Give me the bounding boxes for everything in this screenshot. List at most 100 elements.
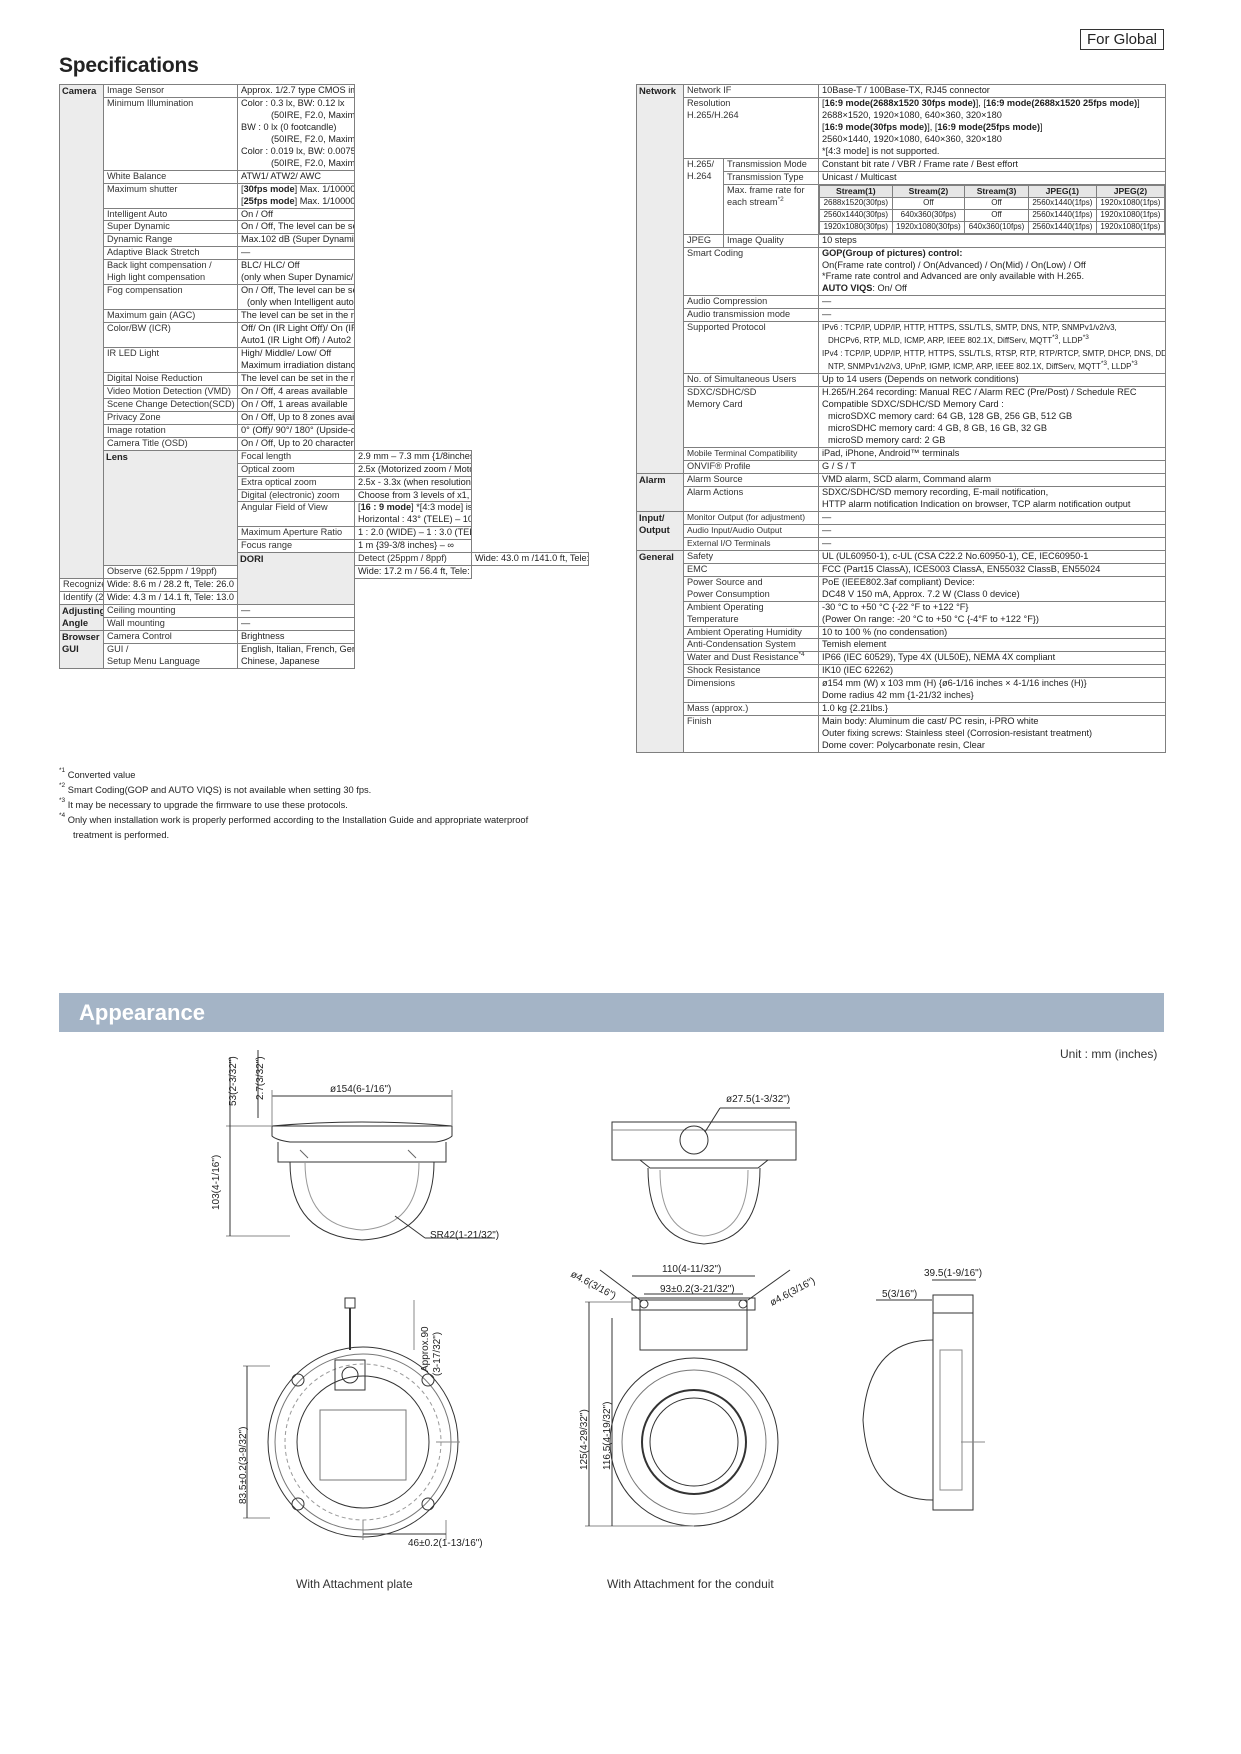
value-line: AUTO VIQS: On/ Off bbox=[822, 283, 907, 294]
value-line: *[4:3 mode] is not supported. bbox=[822, 145, 940, 156]
value-line: [30fps mode] Max. 1/10000 s to Max. 16/3… bbox=[241, 183, 355, 194]
spec-value: Main body: Aluminum die cast/ PC resin, … bbox=[818, 715, 1166, 754]
spec-value: Up to 14 users (Depends on network condi… bbox=[818, 373, 1166, 388]
spec-item: Dimensions bbox=[682, 677, 820, 704]
footnote: *4 Only when installation work is proper… bbox=[59, 812, 529, 825]
caption-attachment-conduit: With Attachment for the conduit bbox=[607, 1577, 774, 1591]
spec-item: Identify (250ppm / 76ppf) bbox=[59, 591, 104, 606]
attachment-plate-drawing bbox=[243, 1297, 460, 1540]
value-line: Unicast / Multicast bbox=[822, 171, 897, 182]
value-line: DHCPv6, RTP, MLD, ICMP, ARP, IEEE 802.1X… bbox=[828, 334, 1089, 346]
appearance-title: Appearance bbox=[79, 1000, 205, 1025]
spec-item: No. of Simultaneous Users bbox=[682, 373, 820, 388]
spec-value: SDXC/SDHC/SD memory recording, E-mail no… bbox=[818, 486, 1166, 512]
spec-row: Video Motion Detection (VMD)On / Off, 4 … bbox=[60, 384, 589, 399]
dim-d125: 125(4-29/32") bbox=[579, 1409, 590, 1470]
spec-value: IPv6 : TCP/IP, UDP/IP, HTTP, HTTPS, SSL/… bbox=[818, 321, 1166, 375]
value-line: [16:9 mode(30fps mode)], [16:9 mode(25fp… bbox=[822, 121, 1043, 132]
value-line: IK10 (IEC 62262) bbox=[822, 665, 894, 676]
spec-value: 2.5x - 3.3x (when resolution is 1920x108… bbox=[354, 475, 472, 490]
value-line: GOP(Group of pictures) control: bbox=[822, 247, 963, 258]
spec-value: Brightness bbox=[237, 629, 355, 644]
spec-value: Wide: 4.3 m / 14.1 ft, Tele: 13.0 m / 42… bbox=[103, 591, 238, 606]
value-line: Auto1 (IR Light Off) / Auto2 (IR Light O… bbox=[241, 335, 354, 346]
dim-d103: 103(4-1/16") bbox=[211, 1155, 222, 1210]
spec-value: 1.0 kg {2.21lbs.} bbox=[818, 702, 1166, 717]
value-line: On / Off, Up to 20 characters (alphanume… bbox=[241, 437, 355, 448]
spec-value: — bbox=[237, 617, 355, 631]
spec-item: Anti-Condensation System bbox=[682, 638, 820, 653]
spec-value: Color : 0.3 lx, BW: 0.12 lx(50IRE, F2.0,… bbox=[237, 96, 355, 171]
value-line: 1 : 2.0 (WIDE) – 1 : 3.0 (TELE) bbox=[358, 527, 472, 538]
spec-value: [30fps mode] Max. 1/10000 s to Max. 16/3… bbox=[237, 182, 355, 209]
spec-item: Focus range bbox=[237, 539, 355, 554]
spec-item: Observe (62.5ppm / 19ppf) bbox=[103, 565, 238, 580]
spec-item: JPEG bbox=[683, 233, 724, 248]
spec-item: H.265/H.264 bbox=[683, 157, 724, 235]
spec-row: External I/O Terminals— bbox=[637, 536, 1166, 551]
unit-label: Unit : mm (inches) bbox=[1060, 1047, 1158, 1061]
spec-item: Safety bbox=[682, 549, 820, 564]
spec-category: Lens bbox=[103, 449, 238, 567]
value-line: G / S / T bbox=[822, 461, 857, 472]
value-line: iPad, iPhone, Android™ terminals bbox=[822, 448, 960, 459]
spec-item: Smart Coding bbox=[682, 246, 820, 297]
value-line: Constant bit rate / VBR / Frame rate / B… bbox=[822, 158, 1018, 169]
footnote: *3 It may be necessary to upgrade the fi… bbox=[59, 797, 348, 810]
value-line: On / Off, The level can be set in the ra… bbox=[241, 221, 354, 232]
spec-value: — bbox=[237, 246, 355, 261]
dim-d395: 39.5(1-9/16") bbox=[924, 1268, 982, 1279]
spec-category: General bbox=[636, 549, 684, 754]
spec-item: Focal length bbox=[237, 449, 355, 464]
spec-value: [16:9 mode(2688x1520 30fps mode)], [16:9… bbox=[818, 96, 1166, 159]
spec-item: External I/O Terminals bbox=[682, 536, 820, 551]
value-line: On / Off bbox=[241, 208, 273, 219]
spec-value: -30 °C to +50 °C {-22 °F to +122 °F}(Pow… bbox=[818, 600, 1166, 627]
spec-row: Mass (approx.)1.0 kg {2.21lbs.} bbox=[637, 702, 1166, 717]
dim-d46: 46±0.2(1-13/16") bbox=[408, 1538, 483, 1549]
value-line: DC48 V 150 mA, Approx. 7.2 W (Class 0 de… bbox=[822, 588, 1020, 599]
spec-row: Maximum shutter[30fps mode] Max. 1/10000… bbox=[60, 182, 589, 209]
value-line: The level can be set in the range of 0 t… bbox=[241, 310, 354, 321]
spec-value: On / Off, 4 areas available bbox=[237, 384, 355, 399]
value-line: 2560×1440, 1920×1080, 640×360, 320×180 bbox=[822, 133, 1002, 144]
value-line: 2.5x (Motorized zoom / Motorized focus) bbox=[358, 463, 471, 474]
spec-value: — bbox=[818, 308, 1166, 323]
value-line: microSDXC memory card: 64 GB, 128 GB, 25… bbox=[828, 411, 1073, 422]
value-line: Up to 14 users (Depends on network condi… bbox=[822, 374, 1019, 385]
value-line: 10 to 100 % (no condensation) bbox=[822, 626, 948, 637]
spec-row: Back light compensation /High light comp… bbox=[60, 259, 589, 286]
value-line: Horizontal : 43° (TELE) – 100° (WIDE), V… bbox=[358, 514, 471, 525]
spec-value: On / Off, The level can be set in the ra… bbox=[237, 220, 355, 235]
spec-item: Maximum gain (AGC) bbox=[103, 309, 238, 324]
spec-value: G / S / T bbox=[818, 460, 1166, 475]
value-line: — bbox=[241, 605, 251, 616]
spec-value: On / Off, The level can be set in the ra… bbox=[237, 284, 355, 311]
spec-item: Dynamic Range bbox=[103, 233, 238, 248]
spec-value: Wide: 17.2 m / 56.4 ft, Tele: 52.0 m / 1… bbox=[354, 565, 472, 580]
value-line: IPv4 : TCP/IP, UDP/IP, HTTP, HTTPS, SSL/… bbox=[822, 348, 1166, 358]
spec-value: Off/ On (IR Light Off)/ On (IR Light On)… bbox=[237, 322, 355, 349]
value-line: [25fps mode] Max. 1/10000 s to Max. 16/2… bbox=[241, 195, 355, 206]
